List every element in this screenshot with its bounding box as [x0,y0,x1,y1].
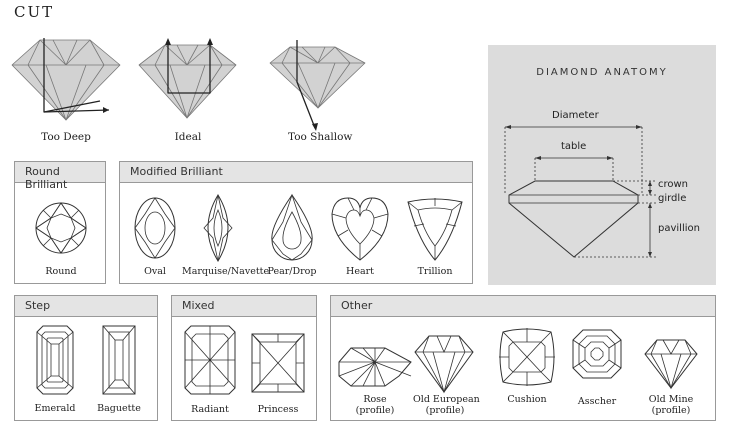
heart-label: Heart [346,266,374,277]
baguette-label: Baguette [97,403,141,414]
modified-brilliant-panel: Modified Brilliant [119,161,473,284]
pavillion-label: pavillion [658,223,700,234]
trillion-icon [407,198,463,261]
crown-label: crown [658,179,689,190]
oval-label: Oval [144,266,166,277]
princess-icon [251,333,305,393]
pear-label: Pear/Drop [267,266,317,277]
anatomy-title: DIAMOND ANATOMY [536,67,668,78]
mixed-panel: Mixed Radiant Princess [171,295,317,421]
ideal-label: Ideal [174,131,202,143]
old-european-icon [414,335,474,394]
princess-label: Princess [257,404,299,415]
round-brilliant-title: Round Brilliant [25,165,68,191]
cushion-icon [499,328,555,386]
emerald-icon [36,325,74,395]
anatomy-diagram [504,125,656,258]
round-icon [35,202,87,254]
pear-icon [271,193,313,261]
old-mine-label: Old Mine (profile) [648,394,694,416]
diamond-anatomy-panel: DIAMOND ANATOMY [488,45,716,285]
other-title: Other [341,299,373,312]
mixed-title: Mixed [182,299,215,312]
step-panel: Step Emerald Baguette [14,295,158,421]
radiant-icon [184,325,236,395]
radiant-label: Radiant [191,404,229,415]
page-title: CUT [14,3,55,21]
diameter-label: Diameter [552,110,599,121]
rose-icon [338,347,412,387]
too-deep-label: Too Deep [41,131,91,143]
ideal-diagram [138,38,237,119]
emerald-label: Emerald [34,403,76,414]
too-deep-diagram [11,38,121,121]
table-label: table [561,141,587,152]
asscher-icon [572,329,622,379]
asscher-label: Asscher [577,396,617,407]
other-panel: Other [330,295,716,421]
marquise-icon [203,194,233,262]
too-shallow-diagram [269,40,366,131]
cushion-label: Cushion [507,394,547,405]
round-brilliant-panel: Round Brilliant Round [14,161,106,284]
girdle-label: girdle [658,193,687,204]
heart-icon [331,197,389,261]
round-label: Round [45,266,77,277]
too-shallow-label: Too Shallow [288,131,353,143]
old-mine-icon [644,339,698,390]
rose-label: Rose (profile) [355,394,395,416]
baguette-icon [102,325,136,395]
marquise-label: Marquise/Navette [182,266,270,277]
oval-icon [134,197,176,259]
modified-brilliant-title: Modified Brilliant [130,165,223,178]
old-european-label: Old European (profile) [413,394,480,416]
step-title: Step [25,299,51,312]
trillion-label: Trillion [417,266,453,277]
